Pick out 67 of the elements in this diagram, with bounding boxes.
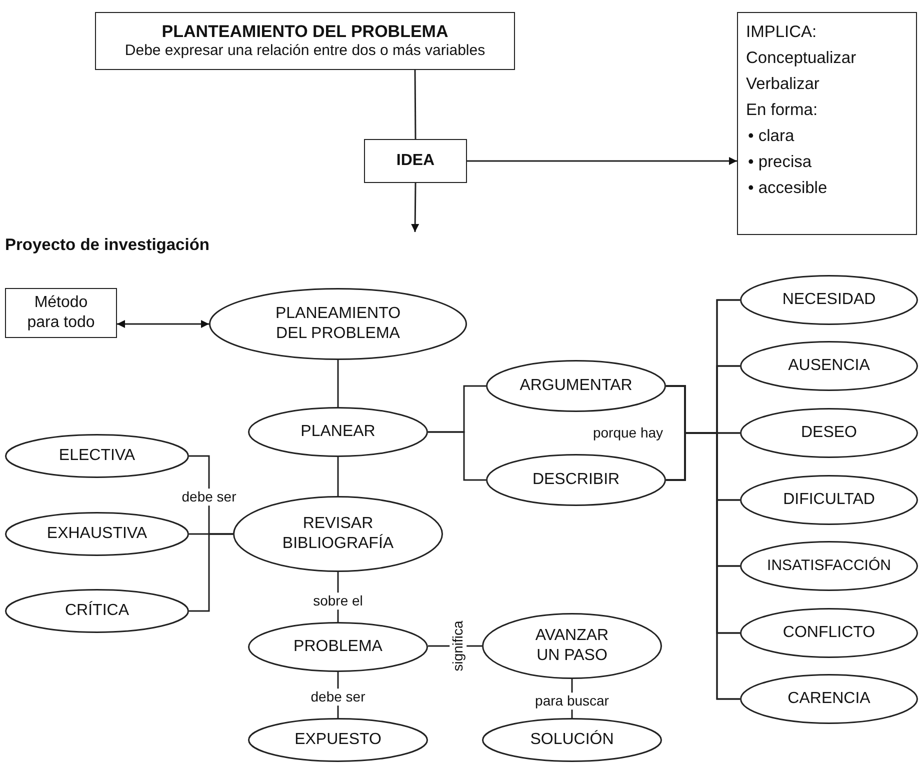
node-label: EXHAUSTIVA [46, 524, 148, 544]
list-item: • accesible [747, 178, 828, 199]
node-label: IMPLICA: [746, 22, 817, 43]
ellipse-node [482, 613, 662, 679]
edge-label: sobre el [311, 592, 365, 610]
ellipse-node [740, 341, 918, 391]
arrow [117, 320, 209, 328]
ellipse-node [248, 407, 428, 457]
node-label: CRÍTICA [65, 601, 129, 621]
node-label: REVISAR BIBLIOGRAFÍA [281, 514, 395, 554]
node-label: DESCRIBIR [532, 470, 620, 490]
node-label: ARGUMENTAR [520, 376, 632, 396]
node-label: AVANZAR UN PASO [534, 626, 610, 666]
ellipse-node [5, 512, 189, 556]
edge-label: significa [450, 618, 466, 674]
text-box [5, 288, 117, 338]
section-heading: Proyecto de investigación [5, 236, 210, 255]
connector-line [414, 70, 416, 139]
connector-line [337, 360, 339, 407]
node-label: EXPUESTO [294, 730, 382, 750]
ellipse-node [740, 674, 918, 724]
ellipse-node [5, 434, 189, 478]
ellipse-node [486, 454, 666, 506]
note-box [737, 12, 917, 235]
ellipse-node [740, 608, 918, 658]
ellipse-node [740, 408, 918, 458]
ellipse-node [740, 275, 918, 325]
text-box [364, 139, 467, 183]
node-label: Método para todo [26, 293, 96, 333]
ellipse-node [486, 360, 666, 412]
node-label: DIFICULTAD [783, 490, 875, 510]
node-label: NECESIDAD [782, 290, 876, 310]
edge-label: para buscar [533, 692, 611, 710]
node-label: Debe expresar una relación entre dos o más variables [124, 42, 486, 61]
list-item: • clara [747, 126, 794, 147]
node-label: PROBLEMA [294, 637, 382, 657]
node-label: PLANEAMIENTO DEL PROBLEMA [274, 304, 402, 344]
ellipse-node [740, 541, 918, 591]
ellipse-node [5, 589, 189, 633]
node-label: En forma: [746, 100, 818, 121]
ellipse-node [482, 718, 662, 762]
node-title: IDEA [396, 151, 435, 171]
node-title: PLANTEAMIENTO DEL PROBLEMA [162, 21, 448, 42]
list-item: • precisa [747, 152, 812, 173]
edge-label: porque hay [590, 424, 666, 442]
ellipse-node [248, 718, 428, 762]
connector-line [428, 431, 486, 481]
node-label: CARENCIA [788, 689, 870, 709]
arrow [467, 157, 737, 165]
edge-label: debe ser [180, 488, 238, 506]
ellipse-node [740, 475, 918, 525]
node-label: SOLUCIÓN [530, 730, 614, 750]
node-label: CONFLICTO [782, 623, 876, 643]
node-label: PLANEAR [300, 422, 376, 442]
ellipse-node [248, 622, 428, 672]
text-box [95, 12, 515, 70]
arrow [411, 183, 420, 232]
edge-label: debe ser [308, 688, 368, 706]
connector-line [337, 457, 339, 496]
node-label: DESEO [800, 423, 857, 443]
node-label: INSATISFACCIÓN [767, 556, 891, 576]
ellipse-node [209, 288, 467, 360]
node-label: ELECTIVA [58, 446, 136, 466]
node-label: Conceptualizar [746, 48, 856, 69]
node-label: AUSENCIA [788, 356, 870, 376]
connector-line [189, 533, 233, 612]
node-label: Verbalizar [746, 74, 820, 95]
